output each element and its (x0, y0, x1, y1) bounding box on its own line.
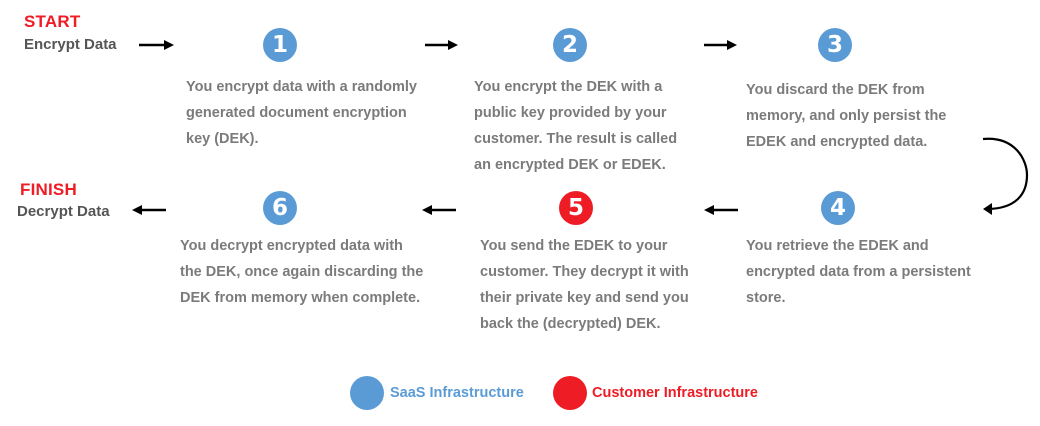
arrow-left-icon (704, 205, 738, 215)
step-2-line: You encrypt the DEK with a (474, 79, 663, 95)
step-4-description: You retrieve the EDEK and encrypted data… (746, 233, 971, 311)
step-1-line: generated document encryption (186, 105, 407, 121)
arrow-right-icon (704, 40, 737, 50)
step-5-line: customer. They decrypt it with (480, 264, 689, 280)
step-4-line: You retrieve the EDEK and (746, 238, 929, 254)
step-6-line: DEK from memory when complete. (180, 290, 421, 306)
start-subtitle: Encrypt Data (24, 36, 117, 53)
step-3-line: EDEK and encrypted data. (746, 134, 928, 150)
step-5-line: their private key and send you (480, 290, 689, 306)
finish-label: FINISH (20, 180, 77, 199)
step-3-circle: 3 (818, 28, 852, 62)
step-6-line: You decrypt encrypted data with (180, 238, 403, 254)
step-5-circle: 5 (559, 191, 593, 225)
arrow-left-icon (422, 205, 456, 215)
step-2-description: You encrypt the DEK with a public key pr… (474, 74, 677, 178)
start-label: START (24, 12, 81, 31)
step-4-line: store. (746, 290, 786, 306)
legend-saas-dot (350, 376, 384, 410)
step-1-description: You encrypt data with a randomly generat… (186, 74, 417, 152)
step-1-line: You encrypt data with a randomly (186, 79, 417, 95)
step-2-circle: 2 (553, 28, 587, 62)
step-3-line: memory, and only persist the (746, 108, 947, 124)
finish-subtitle: Decrypt Data (17, 203, 110, 220)
step-4-circle: 4 (821, 191, 855, 225)
step-2-line: customer. The result is called (474, 131, 678, 147)
step-3-line: You discard the DEK from (746, 82, 925, 98)
step-5-description: You send the EDEK to your customer. They… (480, 233, 689, 337)
curved-arrow-down-icon (982, 137, 1029, 215)
step-1-circle: 1 (263, 28, 297, 62)
step-5-line: You send the EDEK to your (480, 238, 668, 254)
step-2-line: an encrypted DEK or EDEK. (474, 157, 666, 173)
legend-customer-label: Customer Infrastructure (592, 385, 758, 401)
step-6-description: You decrypt encrypted data with the DEK,… (180, 233, 423, 311)
step-5-line: back the (decrypted) DEK. (480, 316, 661, 332)
legend-customer-dot (553, 376, 587, 410)
arrow-right-icon (425, 40, 458, 50)
step-6-circle: 6 (263, 191, 297, 225)
arrow-left-icon (132, 205, 166, 215)
step-2-line: public key provided by your (474, 105, 667, 121)
legend-saas-label: SaaS Infrastructure (390, 385, 524, 401)
step-3-description: You discard the DEK from memory, and onl… (746, 77, 946, 155)
arrow-right-icon (139, 40, 174, 50)
step-6-line: the DEK, once again discarding the (180, 264, 424, 280)
step-1-line: key (DEK). (186, 131, 259, 147)
step-4-line: encrypted data from a persistent (746, 264, 971, 280)
